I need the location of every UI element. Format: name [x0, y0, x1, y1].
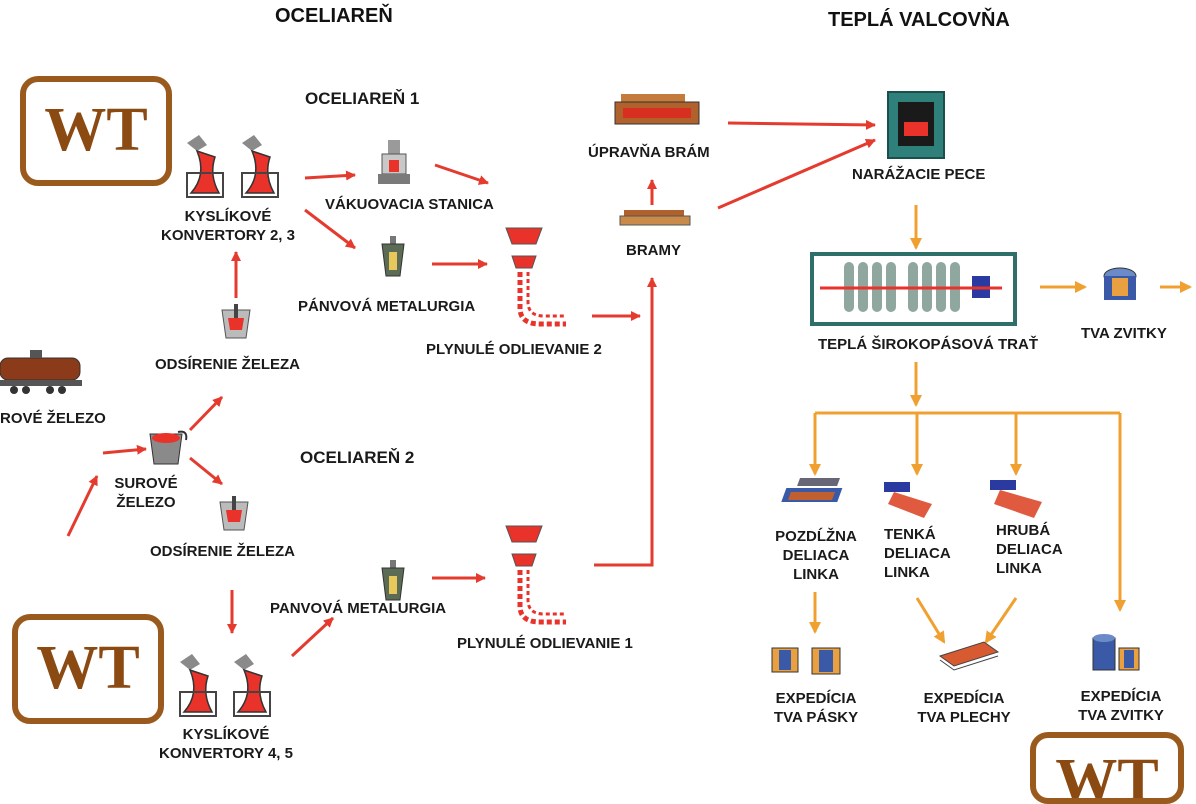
label-slabs: BRAMY: [626, 242, 681, 259]
arrow-incoming: [66, 475, 99, 537]
continuous-caster-icon: [505, 525, 566, 625]
arrow-caster1-to-slabs: [594, 277, 657, 567]
arrow-converters45-to-ladle2: [290, 616, 335, 658]
arrow-train-to-ladle: [102, 444, 147, 455]
label-thin-cut-line: TENKÁ DELIACA LINKA: [884, 526, 951, 582]
header-steel-plant-2: OCELIAREŇ 2: [300, 448, 415, 467]
label-continuous-casting-2: PLYNULÉ ODLIEVANIE 2: [426, 341, 602, 358]
arrow-vacuum-to-caster2: [434, 163, 489, 185]
desulfurization-icon: [219, 496, 249, 531]
strip-coils-icon: [771, 647, 841, 675]
raw-iron-ladle-icon: [149, 430, 188, 465]
hot-strip-mill-icon: [810, 252, 1017, 326]
label-line: KONVERTORY 4, 5: [159, 744, 293, 762]
converter-icon: [241, 135, 279, 198]
label-line: ŽELEZO: [116, 493, 176, 511]
label-line: KONVERTORY 2, 3: [161, 226, 295, 244]
watermark-text: WT: [44, 96, 148, 164]
reheating-furnace-icon: [887, 91, 945, 159]
label-converters-2-3: KYSLÍKOVÉ KONVERTORY 2, 3: [148, 208, 308, 246]
label-ladle-metallurgy-1: PÁNVOVÁ METALURGIA: [298, 298, 476, 315]
thick-cut-line-icon: [990, 480, 1042, 518]
torpedo-car-icon: [0, 350, 82, 394]
label-line: LINKA: [884, 563, 930, 581]
watermark-text: WT: [1055, 747, 1159, 804]
watermark-text: WT: [36, 634, 140, 702]
label-thick-cut-line: HRUBÁ DELIACA LINKA: [996, 522, 1063, 578]
watermark-bottom-right: WT: [1030, 732, 1184, 804]
label-slitting-line: POZDĹŽNA DELIACA LINKA: [762, 528, 870, 584]
slabs-icon: [619, 210, 691, 226]
watermark-bottom-left: WT: [12, 614, 164, 724]
label-desulfurization-1: ODSÍRENIE ŽELEZA: [155, 356, 301, 373]
label-continuous-casting-1: PLYNULÉ ODLIEVANIE 1: [457, 635, 633, 652]
flow-diagram-canvas: [0, 91, 1192, 717]
label-slab-yard: ÚPRAVŇA BRÁM: [588, 144, 710, 161]
label-hot-strip-mill: TEPLÁ ŠIROKOPÁSOVÁ TRAŤ: [818, 336, 1039, 353]
plates-stack-icon: [938, 641, 1000, 671]
label-vacuum-station: VÁKUOVACIA STANICA: [325, 196, 494, 213]
label-line: EXPEDÍCIA: [1080, 688, 1162, 705]
arrow-ladle-to-desulf1: [188, 395, 224, 432]
label-shipping-coils: EXPEDÍCIA TVA ZVITKY: [1056, 688, 1186, 726]
continuous-caster-icon: [505, 227, 566, 327]
arrow-ladle-to-desulf2: [189, 456, 223, 486]
label-line: POZDĹŽNA: [775, 528, 857, 545]
coil-icon: [1103, 267, 1137, 300]
arrow-converters23-to-ladle1: [304, 208, 356, 250]
label-line: TVA PLECHY: [917, 708, 1011, 726]
coil-stack-icon: [1092, 634, 1140, 671]
arrow-thick-to-plates: [984, 597, 1018, 644]
label-line: HRUBÁ: [996, 522, 1051, 539]
watermark-top-left: WT: [20, 76, 172, 186]
label-line: SUROVÉ: [114, 475, 178, 492]
desulfurization-icon: [221, 304, 251, 339]
label-line: EXPEDÍCIA: [923, 690, 1005, 707]
header-steel-plant: OCELIAREŇ: [275, 5, 393, 27]
red-arrows: [66, 119, 876, 658]
label-line: KYSLÍKOVÉ: [182, 726, 270, 743]
arrow-thin-to-plates: [915, 597, 946, 644]
label-line: TVA PÁSKY: [773, 708, 859, 726]
ladle-metallurgy-icon: [381, 236, 405, 277]
vacuum-station-icon: [378, 140, 410, 184]
label-line: LINKA: [793, 565, 839, 583]
orange-arrows: [809, 205, 1192, 644]
ladle-metallurgy-icon: [381, 560, 405, 601]
label-line: DELIACA: [782, 546, 850, 564]
converter-icon: [179, 654, 217, 717]
label-shipping-strips: EXPEDÍCIA TVA PÁSKY: [752, 690, 880, 728]
label-reheating-furnaces: NARÁŽACIE PECE: [852, 166, 986, 183]
header-steel-plant-1: OCELIAREŇ 1: [305, 89, 420, 108]
slab-yard-icon: [614, 94, 700, 125]
label-shipping-plates: EXPEDÍCIA TVA PLECHY: [900, 690, 1028, 728]
header-hot-rolling-mill: TEPLÁ VALCOVŇA: [828, 9, 1010, 31]
arrow-slabyard-to-furnaces: [727, 119, 876, 130]
label-ladle-metallurgy-2: PANVOVÁ METALURGIA: [270, 600, 447, 617]
label-coils: TVA ZVITKY: [1081, 325, 1167, 342]
label-line: KYSLÍKOVÉ: [184, 208, 272, 225]
label-line: TENKÁ: [884, 526, 936, 543]
converter-icon: [233, 654, 271, 717]
label-desulfurization-2: ODSÍRENIE ŽELEZA: [150, 543, 296, 560]
arrow-converters23-to-vacuum: [304, 170, 356, 181]
label-raw-iron-ladle: SUROVÉ ŽELEZO: [106, 475, 186, 513]
label-line: EXPEDÍCIA: [775, 690, 857, 707]
thin-cut-line-icon: [884, 482, 932, 518]
slitting-line-icon: [781, 478, 843, 502]
converter-icon: [186, 135, 224, 198]
arrow-slabs-to-furnaces: [717, 138, 876, 210]
label-raw-iron-train: ROVÉ ŽELEZO: [0, 410, 106, 427]
label-line: DELIACA: [996, 540, 1063, 558]
label-converters-4-5: KYSLÍKOVÉ KONVERTORY 4, 5: [146, 726, 306, 764]
label-line: TVA ZVITKY: [1078, 706, 1164, 724]
label-line: LINKA: [996, 559, 1042, 577]
label-line: DELIACA: [884, 544, 951, 562]
